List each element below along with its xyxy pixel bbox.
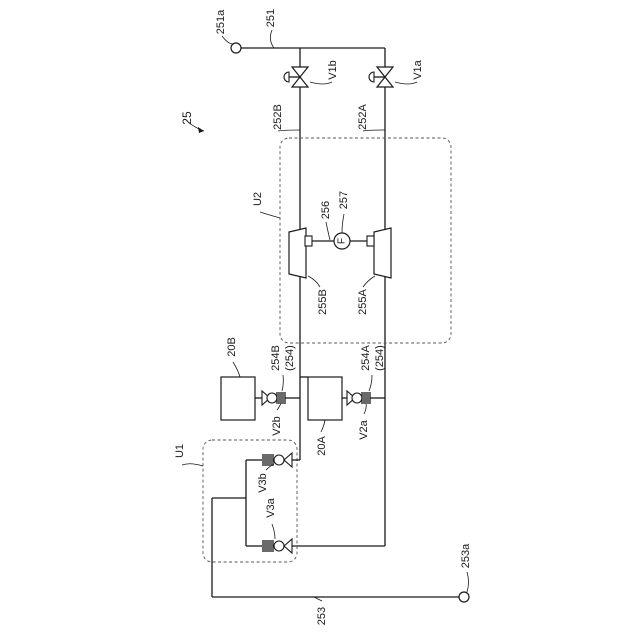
valve-v1a-label: V1a	[412, 59, 424, 79]
relief-valve-v3b-seat-icon	[284, 453, 292, 467]
tank-20a: 20A	[308, 377, 347, 456]
inlet-port-leader	[467, 572, 469, 592]
outlet-port-251a	[231, 43, 241, 53]
motor-257-leader	[342, 214, 344, 233]
check-valve-254b-label: 254B	[270, 345, 282, 371]
valve-v1a: V1a	[369, 59, 424, 87]
pump-255a-icon	[374, 228, 391, 278]
check-valve-254a-label: 254A	[360, 344, 372, 370]
figure-number-label: 25	[180, 111, 194, 125]
relief-valve-v3a-label: V3a	[265, 497, 277, 517]
pump-255b-coupling	[305, 236, 312, 246]
unit-u2: U2 F 256 257 255B 255A	[252, 138, 451, 343]
inlet-port-label: 253a	[460, 543, 472, 568]
tank-20b-label: 20B	[226, 337, 238, 357]
check-valve-v2a-spring-icon	[362, 392, 370, 404]
motor-257-label: 257	[338, 191, 350, 209]
relief-valve-v3a-seat-icon	[284, 539, 292, 553]
check-valve-v2b-spring-icon	[277, 392, 285, 404]
unit-u1: U1 V3b V3a	[174, 440, 300, 562]
tank-20b-leader	[233, 362, 240, 377]
pump-255a-leader	[363, 276, 375, 287]
unit-u2-label: U2	[252, 192, 264, 206]
outlet-line-label: 251	[265, 9, 277, 27]
valve-v1b: V1b	[284, 60, 339, 87]
unit-u1-leader	[182, 464, 203, 466]
pump-255b-leader	[308, 276, 320, 287]
outlet-line-leader	[270, 30, 274, 48]
valve-v1a-leader	[395, 82, 417, 84]
branch-a-line	[292, 48, 385, 546]
relief-valve-v3a-leader	[272, 524, 275, 539]
figure-number-arrowhead	[198, 127, 204, 133]
shaft-256-leader	[326, 222, 330, 240]
tank-20a-box	[308, 377, 342, 420]
relief-valve-v3a-spring-icon	[263, 540, 273, 552]
check-valve-254b-sub-label: (254)	[284, 345, 296, 371]
check-valve-v2b-leader	[277, 403, 281, 410]
return-line-253: 253a 253	[212, 498, 472, 625]
return-line-label: 253	[316, 607, 328, 625]
outlet-port-label: 251a	[215, 9, 227, 34]
check-valve-v2a-ball-icon	[352, 393, 362, 403]
pump-255a-coupling	[367, 236, 374, 246]
relief-valve-v3b-label: V3b	[257, 473, 269, 493]
unit-u1-label: U1	[174, 444, 186, 458]
valve-v1b-actuator-icon	[284, 72, 289, 82]
tank-20b: 20B	[221, 337, 262, 420]
valve-v1b-label: V1b	[327, 60, 339, 80]
check-valve-v2a: V2a 254A (254)	[347, 344, 386, 439]
tank-20a-label: 20A	[316, 436, 328, 456]
motor-f-symbol: F	[337, 238, 348, 244]
branch-b-label: 252B	[272, 104, 284, 130]
shaft-256-label: 256	[320, 201, 332, 219]
pump-255b-icon	[289, 228, 306, 278]
check-valve-254a-sub-label: (254)	[374, 345, 386, 371]
check-valve-v2b-ball-icon	[267, 393, 277, 403]
relief-valve-v3a-ball-icon	[274, 541, 284, 551]
check-valve-254b-leader	[282, 375, 283, 391]
check-valve-v2a-leader	[364, 403, 366, 414]
tank-20a-leader	[321, 420, 325, 432]
figure-number: 25	[180, 111, 204, 133]
check-valve-v2b-label: V2b	[271, 416, 283, 436]
valve-v1a-actuator-icon	[369, 72, 374, 82]
valve-v1b-leader	[310, 82, 332, 84]
pump-255a-label: 255A	[357, 288, 369, 314]
check-valve-v2b: V2b 254B (254)	[262, 345, 300, 436]
outlet-port-leader	[222, 36, 233, 44]
unit-u2-leader	[260, 212, 280, 218]
relief-valve-v3b-spring-icon	[263, 454, 273, 466]
inlet-port-253a	[459, 592, 469, 602]
tank-20b-box	[221, 377, 255, 420]
check-valve-v2a-label: V2a	[358, 419, 370, 439]
check-valve-254a-leader	[369, 375, 372, 391]
branch-a-label: 252A	[357, 103, 369, 129]
relief-valve-v3b-ball-icon	[274, 455, 284, 465]
pump-255b-label: 255B	[317, 289, 329, 315]
outlet-line-251: 251a 251	[215, 9, 385, 53]
